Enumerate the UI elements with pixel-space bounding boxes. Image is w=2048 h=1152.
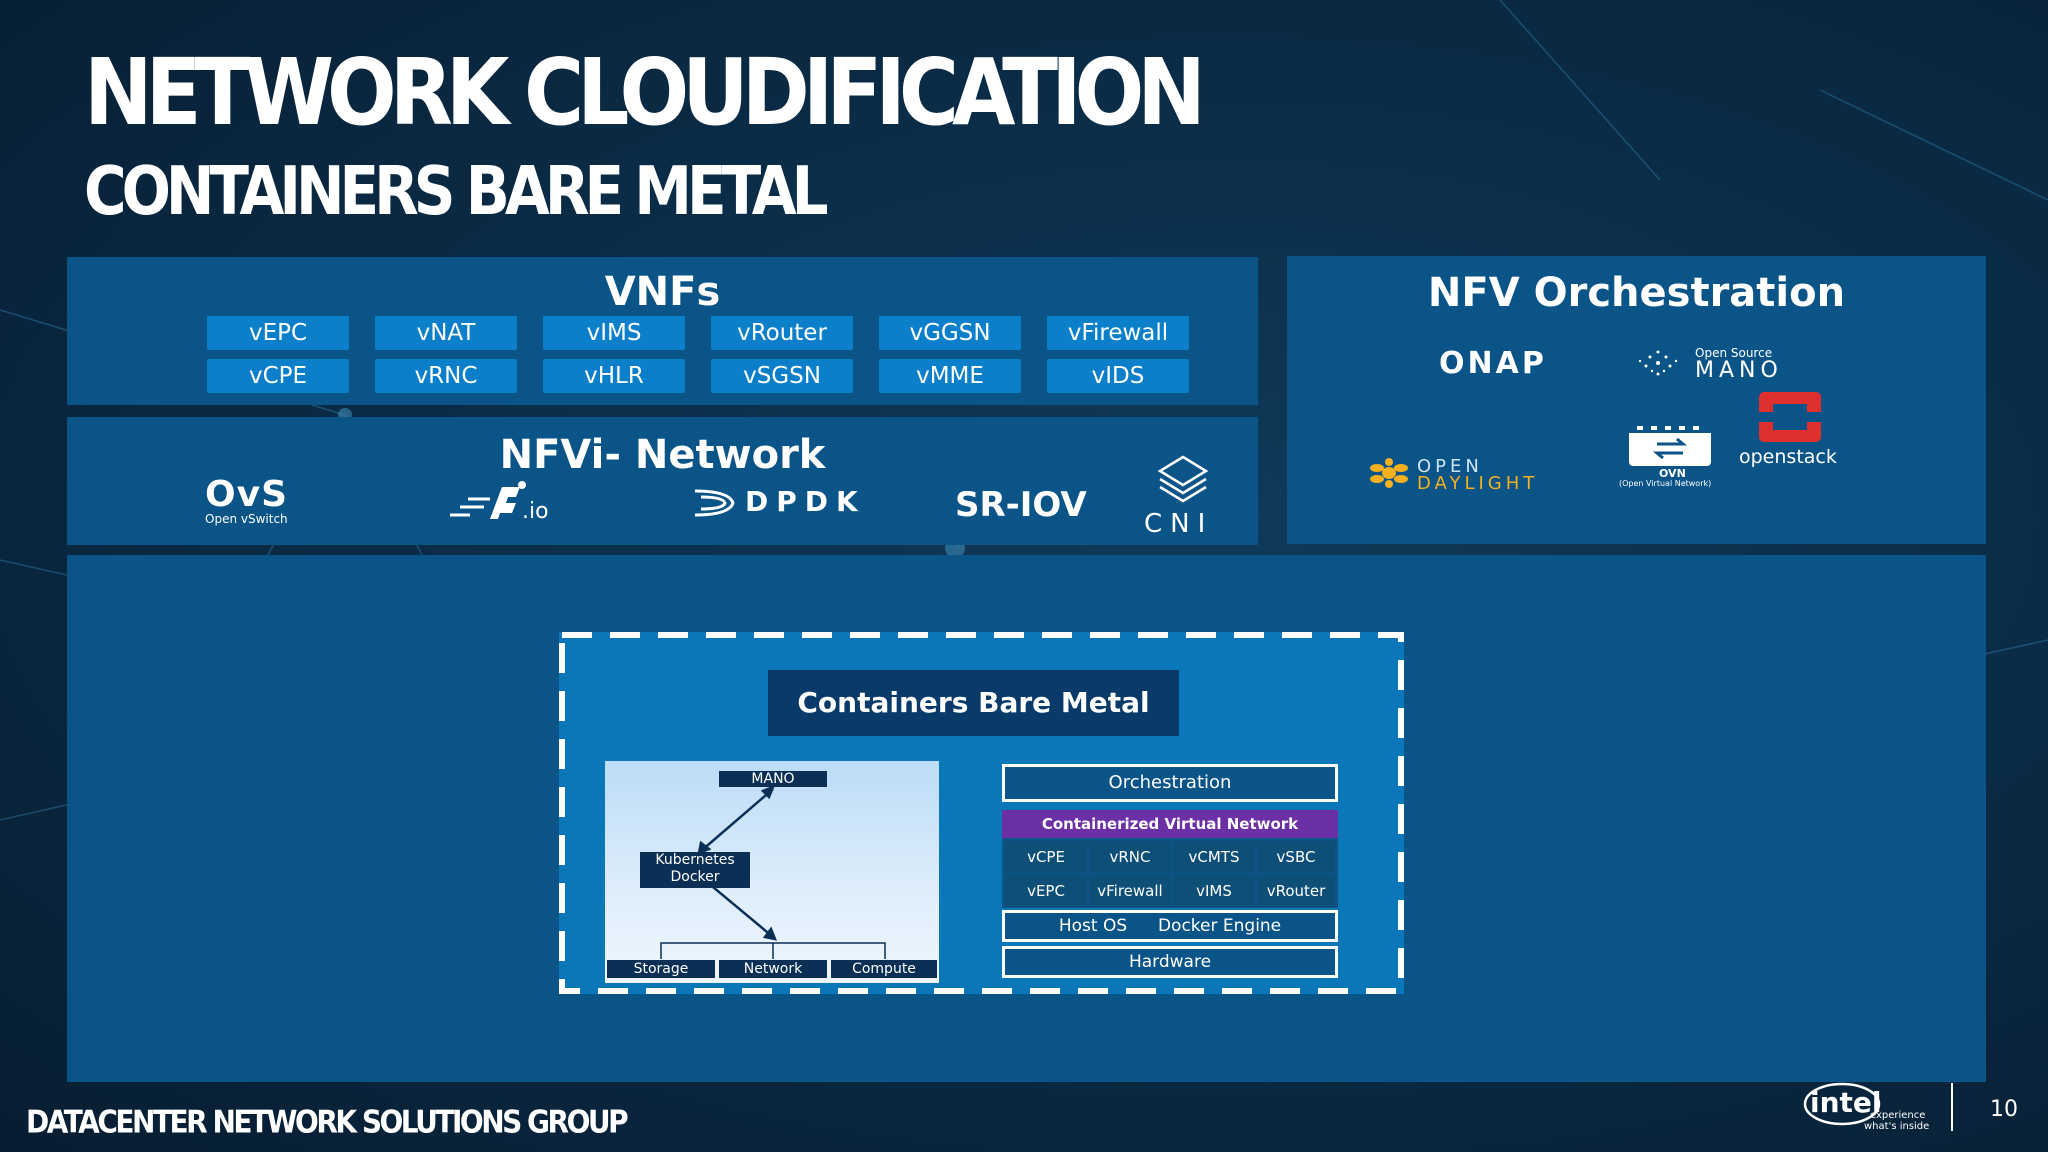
vnf-chip: vFirewall <box>1047 316 1189 350</box>
slide-title: NETWORK CLOUDIFICATION <box>84 40 1206 147</box>
mini-kubernetes-line-2: Docker <box>670 869 720 885</box>
openstack-logo-text: openstack <box>1739 446 1837 468</box>
vnf-chip: vMME <box>879 359 1021 393</box>
openstack-icon <box>1759 392 1821 442</box>
mano-logo-top: Open Source <box>1695 346 1773 360</box>
stack-hardware: Hardware <box>1002 946 1338 978</box>
sriov-label: SR-IOV <box>955 485 1087 525</box>
ovn-logo: OVN (Open Virtual Network) <box>1617 422 1727 492</box>
mini-mano-tag: MANO <box>719 771 827 787</box>
intel-swoosh-icon <box>1803 1082 1881 1126</box>
cvnf-cell: vRouter <box>1257 875 1335 907</box>
page-number: 10 <box>1990 1097 2018 1122</box>
vnf-chip: vCPE <box>207 359 349 393</box>
footer-divider <box>1951 1083 1953 1131</box>
intel-tagline-1: experience <box>1870 1110 1926 1121</box>
fdio-logo-text: .io <box>522 499 549 524</box>
vnfs-title: VNFs <box>604 269 721 315</box>
nfvi-title: NFVi- Network <box>499 432 826 478</box>
stack-orchestration: Orchestration <box>1002 764 1338 802</box>
vnfs-panel: VNFs vEPC vNAT vIMS vRouter vGGSN vFirew… <box>67 257 1258 405</box>
ovs-logo-text: OvS <box>205 474 288 515</box>
cni-cube-icon <box>1157 455 1209 503</box>
orchestration-title: NFV Orchestration <box>1427 270 1846 316</box>
vnf-chip: vIDS <box>1047 359 1189 393</box>
cvnf-cell: vRNC <box>1089 841 1171 873</box>
ovs-logo-subtext: Open vSwitch <box>205 512 288 526</box>
slide-subtitle: CONTAINERS BARE METAL <box>84 152 829 231</box>
mini-kubernetes-tag: Kubernetes Docker <box>640 852 750 888</box>
mano-logo-main: MANO <box>1695 358 1783 383</box>
orchestration-panel: NFV Orchestration ONAP Open Source MANO … <box>1287 256 1986 544</box>
mano-logo: Open Source MANO <box>1632 346 1802 386</box>
intel-logo: intel experience what's inside <box>1802 1080 1932 1134</box>
mano-globe-icon <box>1638 350 1678 376</box>
fdio-icon <box>450 481 526 519</box>
intel-tagline-2: what's inside <box>1864 1121 1930 1132</box>
daylight-flower-icon <box>1370 458 1408 488</box>
host-os-label: Host OS <box>1058 916 1128 936</box>
vnf-chip: vEPC <box>207 316 349 350</box>
cvnf-cell: vCMTS <box>1173 841 1255 873</box>
vnf-chip: vRNC <box>375 359 517 393</box>
cvnf-cell: vSBC <box>1257 841 1335 873</box>
onap-logo: ONAP <box>1439 346 1547 381</box>
opendaylight-text-2: DAYLIGHT <box>1417 473 1539 494</box>
cni-logo-text: CNI <box>1144 509 1214 539</box>
dashed-border <box>559 632 1404 994</box>
dpdk-logo-text: DPDK <box>745 485 866 518</box>
openstack-logo: openstack <box>1739 390 1849 470</box>
opendaylight-logo: OPEN DAYLIGHT <box>1363 456 1563 496</box>
dpdk-swirl-icon <box>694 489 735 517</box>
stack-cvnf-header: Containerized Virtual Network Functions <box>1002 810 1338 861</box>
ovn-logo-subtext: (Open Virtual Network) <box>1619 479 1712 488</box>
ovs-logo: OvS Open vSwitch <box>205 474 315 526</box>
fdio-logo: .io <box>450 479 570 529</box>
vnf-chip: vIMS <box>543 316 685 350</box>
footer-group-name: DATACENTER NETWORK SOLUTIONS GROUP <box>26 1104 629 1141</box>
mini-diagram-connectors <box>660 784 886 959</box>
cni-logo: CNI <box>1144 453 1224 545</box>
intel-logo-text: intel <box>1810 1086 1882 1119</box>
nfvi-panel: NFVi- Network OvS Open vSwitch .io DPDK … <box>67 417 1258 545</box>
containers-bare-metal-title: Containers Bare Metal <box>768 670 1179 736</box>
mini-compute-tag: Compute <box>831 960 937 978</box>
cvnf-cell: vEPC <box>1005 875 1087 907</box>
mini-kubernetes-line-1: Kubernetes <box>655 852 735 868</box>
mini-network-tag: Network <box>719 960 827 978</box>
cvnf-cell: vCPE <box>1005 841 1087 873</box>
vnf-chip: vHLR <box>543 359 685 393</box>
opendaylight-text-1: OPEN <box>1417 456 1483 477</box>
ovn-logo-text: OVN <box>1659 467 1686 480</box>
cvnf-cell: vIMS <box>1173 875 1255 907</box>
vnf-chip: vSGSN <box>711 359 853 393</box>
stack-cvnf-grid: vCPE vRNC vCMTS vSBC vEPC vFirewall vIMS… <box>1002 838 1338 908</box>
stack-host-os: Host OS Docker Engine <box>1002 910 1338 942</box>
mini-storage-tag: Storage <box>607 960 715 978</box>
vnf-chip: vGGSN <box>879 316 1021 350</box>
cvnf-cell: vFirewall <box>1089 875 1171 907</box>
docker-engine-label: Docker Engine <box>1157 916 1282 936</box>
vnf-chip: vNAT <box>375 316 517 350</box>
kubernetes-mini-diagram: MANO Kubernetes Docker Storage Network C… <box>605 761 939 983</box>
ovn-switch-icon <box>1629 424 1711 466</box>
vnf-chip: vRouter <box>711 316 853 350</box>
dpdk-logo: DPDK <box>689 483 939 527</box>
